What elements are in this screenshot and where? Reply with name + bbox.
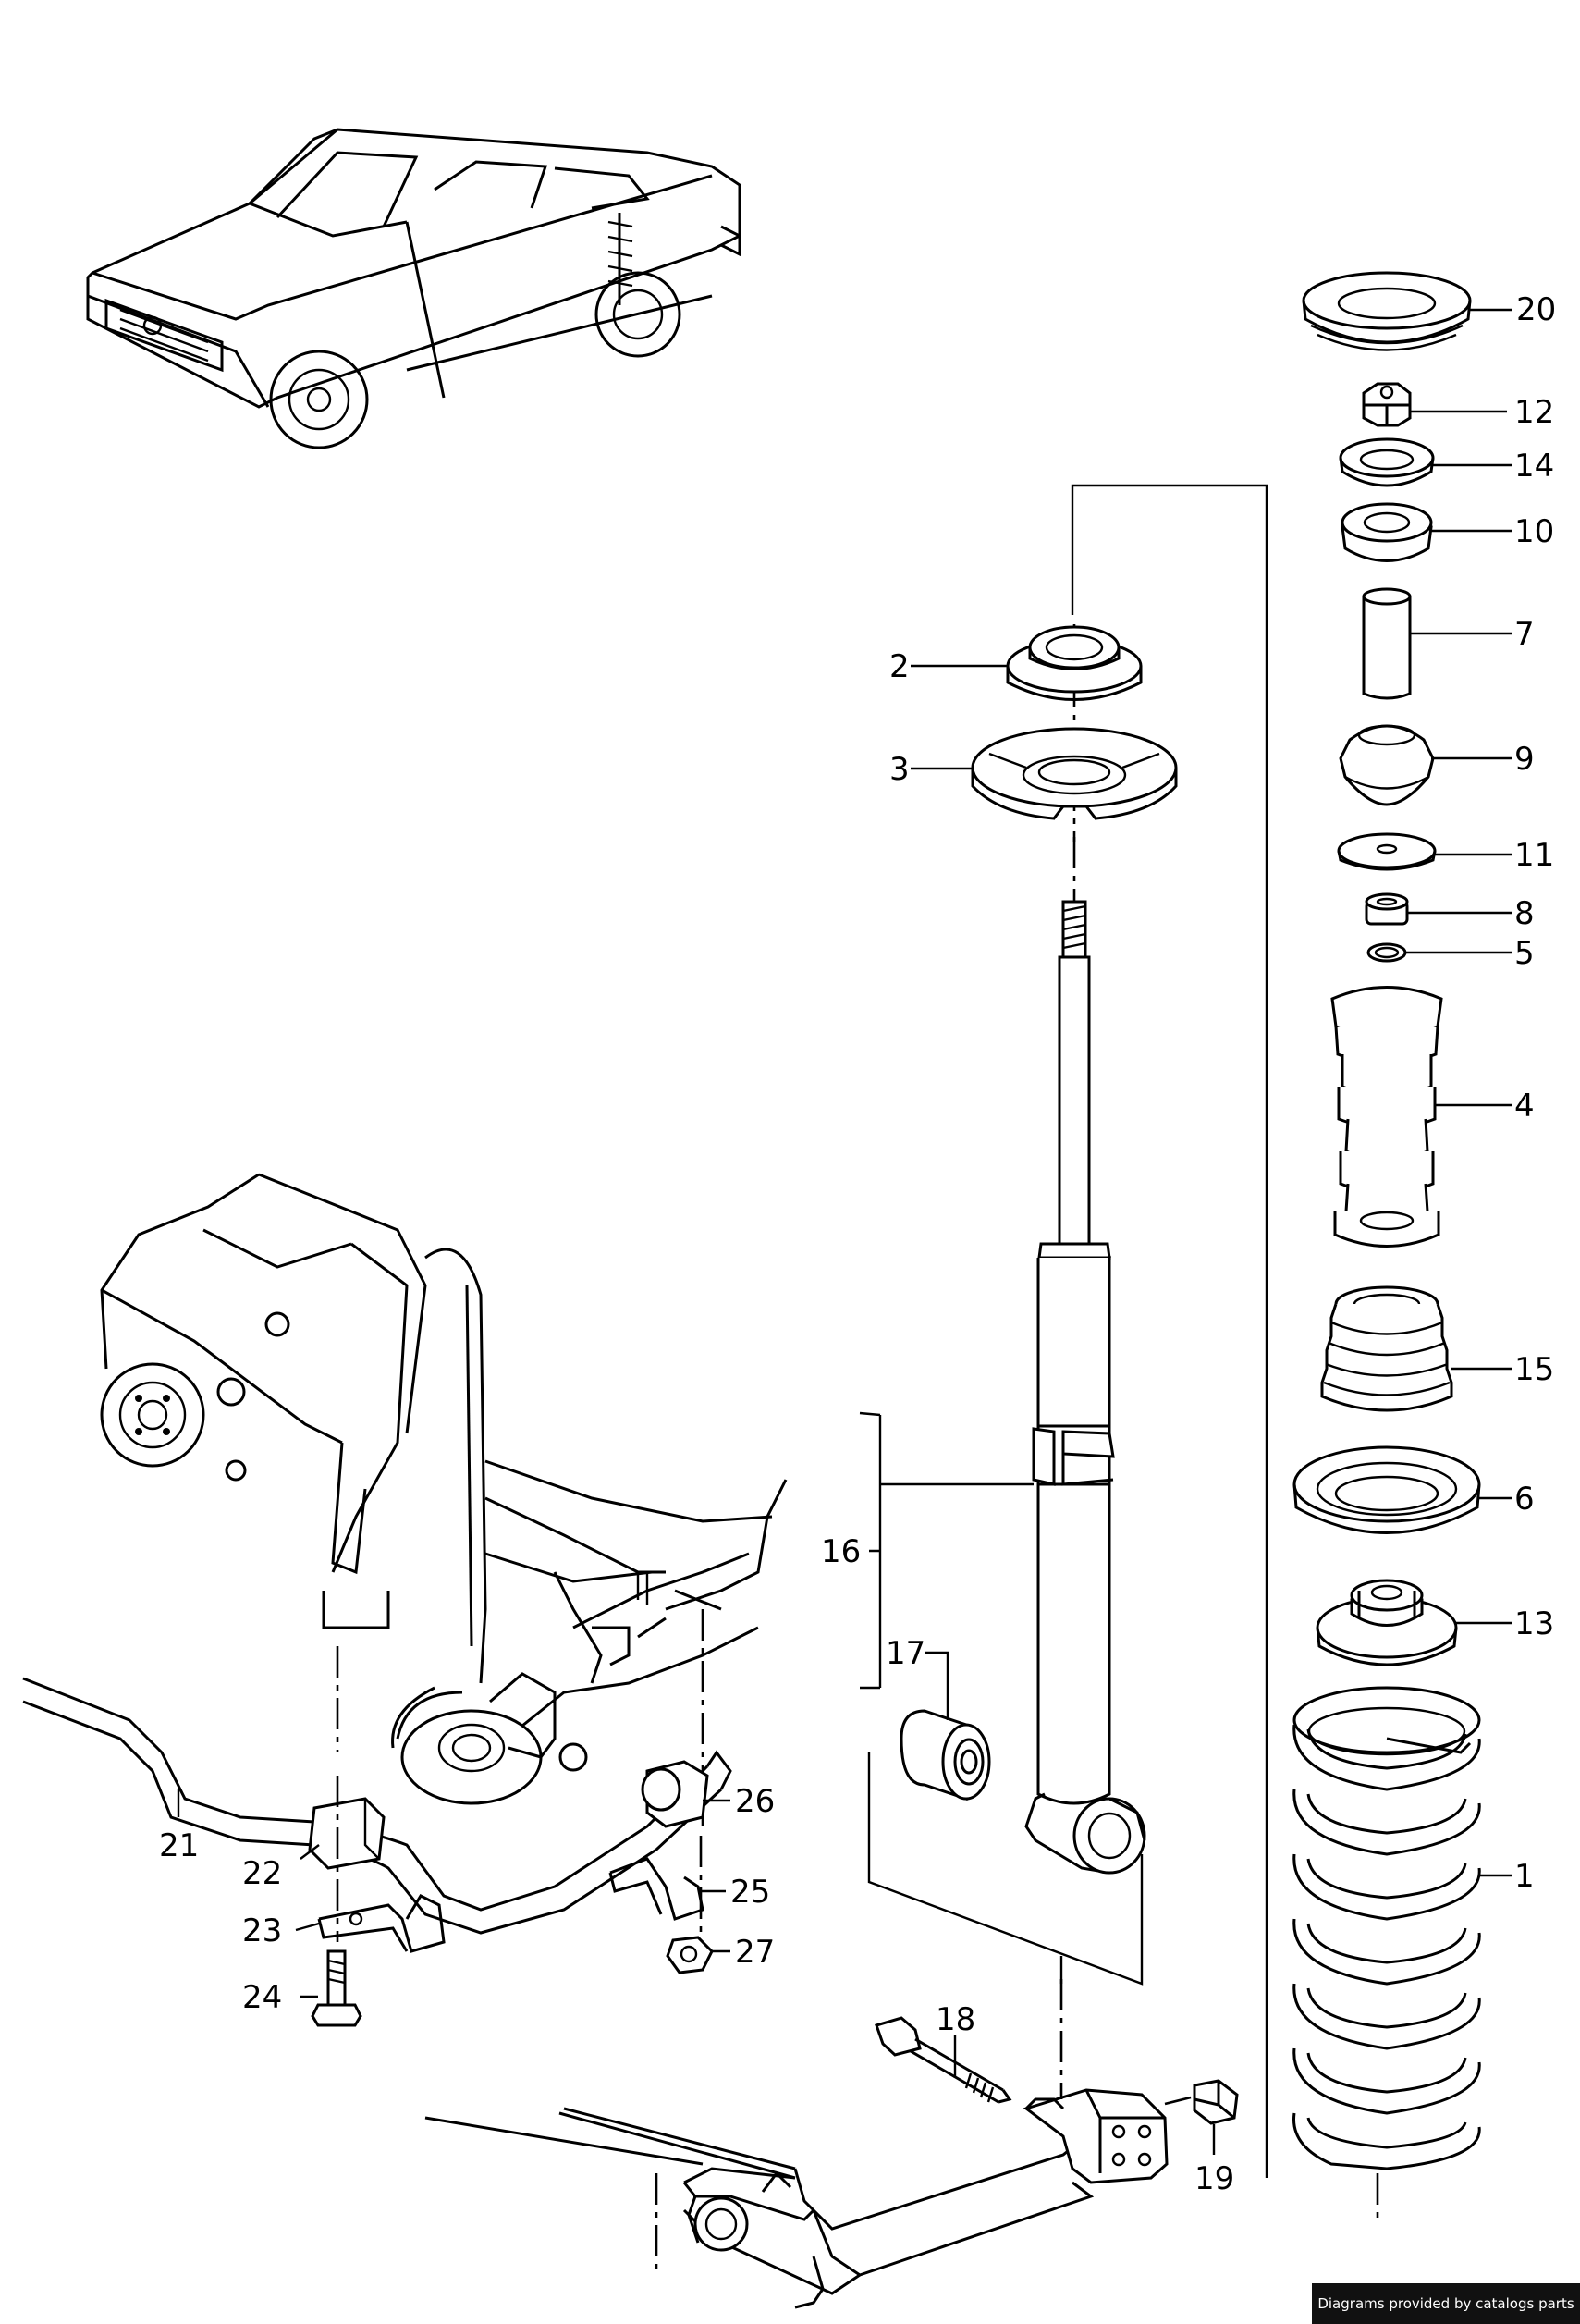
callout-14: 14: [1514, 448, 1554, 485]
callout-22: 22: [242, 1855, 282, 1892]
part-1-coil-spring: [1292, 1686, 1481, 2170]
part-11-washer: [1337, 832, 1437, 871]
callout-12: 12: [1514, 394, 1554, 431]
callout-9: 9: [1514, 741, 1535, 778]
callout-20: 20: [1516, 291, 1556, 328]
part-6-spring-seat: [1292, 1445, 1481, 1534]
callout-3: 3: [889, 751, 910, 788]
callout-18: 18: [936, 2001, 975, 2038]
axle-housing-context: [100, 1173, 788, 1826]
car-coil-spring-highlight: [607, 220, 633, 288]
callout-24: 24: [242, 1979, 282, 2016]
part-13-lower-seat: [1316, 1579, 1458, 1666]
clamp-bracket-right-25: [608, 1857, 704, 1921]
bolt-24: [311, 1949, 362, 2027]
part-16-shock-absorber: [1024, 900, 1146, 1875]
callout-2: 2: [889, 648, 910, 685]
part-7-sleeve: [1362, 587, 1412, 700]
credit-badge: Diagrams provided by catalogs parts: [1312, 2283, 1580, 2324]
callout-11: 11: [1514, 837, 1554, 874]
nut-27: [666, 1936, 714, 1974]
part-15-dust-boot: [1320, 1285, 1453, 1412]
part-20-cap: [1302, 271, 1472, 351]
stabilizer-bar: [22, 1677, 732, 1935]
centerline-nut-19: [1164, 2096, 1192, 2106]
part-4-bump-stop: [1330, 986, 1443, 1248]
callout-labels: 20 12 14 10 7 9 11 8 5 4 15 6 13 1 2 3 1…: [159, 291, 1556, 2197]
stabilizer-bushing-left: [308, 1797, 386, 1870]
callout-4: 4: [1514, 1088, 1535, 1125]
axle-pivot-block: [1023, 2088, 1169, 2184]
part-3-spring-plate: [971, 727, 1178, 820]
callout-8: 8: [1514, 895, 1535, 932]
callout-5: 5: [1514, 935, 1535, 972]
callout-21: 21: [159, 1827, 199, 1864]
part-10-rubber-mount: [1341, 502, 1433, 562]
callout-17: 17: [886, 1635, 925, 1672]
shock-lower-mount-bushing: [391, 1686, 543, 1805]
part-17-bushing: [900, 1709, 991, 1801]
callout-27: 27: [735, 1934, 775, 1971]
callout-23: 23: [242, 1912, 282, 1949]
rear-axle-beam: [424, 2107, 1095, 2309]
callout-13: 13: [1514, 1605, 1554, 1642]
part-2-spring-seat-upper: [1006, 625, 1143, 701]
nut-19: [1193, 2079, 1239, 2125]
callout-10: 10: [1514, 513, 1554, 550]
clamp-bracket-left-23: [317, 1894, 446, 1953]
stabilizer-bushing-right: [641, 1760, 709, 1828]
leader-lines: [177, 308, 1512, 2155]
part-8-spacer: [1365, 892, 1409, 926]
car-illustration: [86, 128, 741, 449]
part-5-circlip: [1366, 942, 1407, 963]
part-9-buffer: [1339, 724, 1435, 806]
bracket-frame-top: [1071, 484, 1268, 2178]
callout-26: 26: [735, 1783, 775, 1820]
callout-25: 25: [730, 1874, 770, 1911]
callout-15: 15: [1514, 1351, 1554, 1388]
callout-7: 7: [1514, 616, 1535, 653]
callout-19: 19: [1194, 2160, 1234, 2197]
credit-text: Diagrams provided by catalogs parts: [1317, 2295, 1574, 2312]
callout-6: 6: [1514, 1481, 1535, 1518]
bracket-frame-bottom: [867, 1752, 1144, 1986]
callout-1: 1: [1514, 1858, 1535, 1895]
part-14-washer: [1339, 437, 1435, 487]
bolt-18: [875, 2016, 1012, 2104]
callout-16: 16: [821, 1533, 861, 1570]
part-12-nut: [1362, 382, 1412, 427]
